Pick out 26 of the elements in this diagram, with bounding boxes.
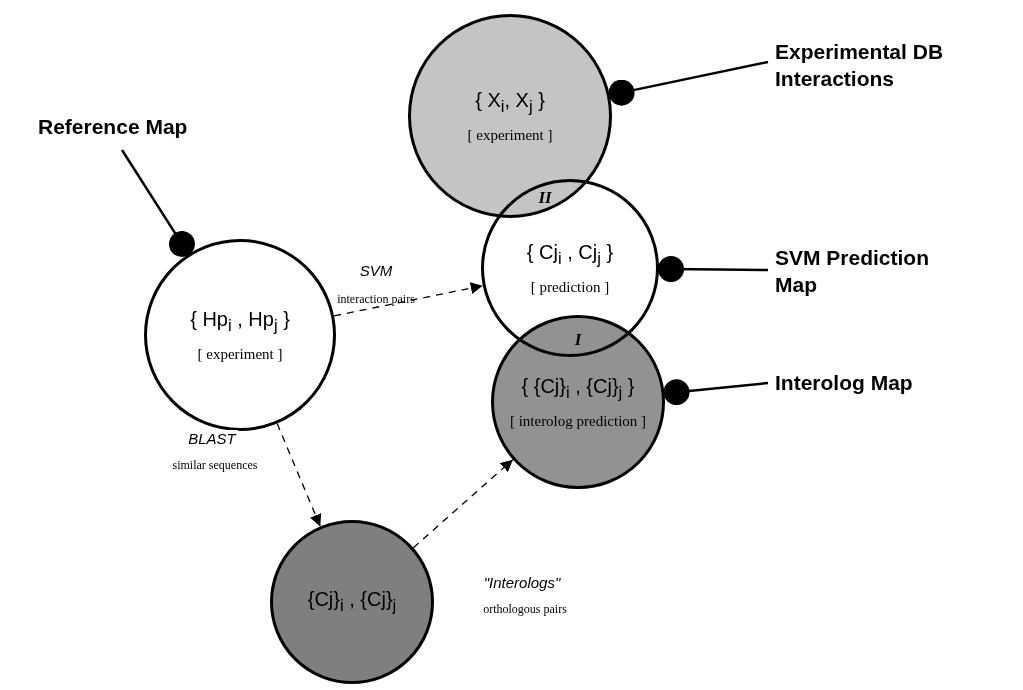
leader-line <box>608 60 769 106</box>
edge-note: orthologous pairs <box>483 602 567 617</box>
leader-line <box>120 149 195 257</box>
set-notation: { {Cj}$_{i}$ , {Cj}$_{j}$ } <box>521 374 635 403</box>
set-notation: { X$_{i}$, X$_{j}$ } <box>475 88 545 117</box>
edge-label: BLAST <box>186 430 238 447</box>
map-title: Reference Map <box>38 113 218 141</box>
set-notation: { Cj$_{i}$ , Cj$_{j}$ } <box>526 240 614 269</box>
data-source-label: [ experiment ] <box>467 126 553 144</box>
region-numeral: II <box>538 188 552 208</box>
dashed-arrow <box>412 459 514 549</box>
map-title: SVM Prediction Map <box>775 244 975 299</box>
data-source-label: [ prediction ] <box>530 278 610 296</box>
dashed-arrow <box>333 282 484 317</box>
edge-note: interaction pairs <box>337 292 415 307</box>
map-title: Interolog Map <box>775 369 975 397</box>
data-source-label: [ experiment ] <box>197 345 283 363</box>
set-notation: { Hp$_{i}$ , Hp$_{j}$ } <box>190 307 290 336</box>
leader-line <box>658 256 768 282</box>
map-title: Experimental DB Interactions <box>775 38 1005 93</box>
leader-line <box>663 379 769 406</box>
data-source-label: [ interolog prediction ] <box>509 412 647 430</box>
region-numeral: I <box>574 330 582 350</box>
set-notation: {Cj}$_{i}$ , {Cj}$_{j}$ <box>307 588 397 616</box>
dashed-arrow <box>276 422 322 528</box>
edge-note: similar sequences <box>172 458 258 473</box>
